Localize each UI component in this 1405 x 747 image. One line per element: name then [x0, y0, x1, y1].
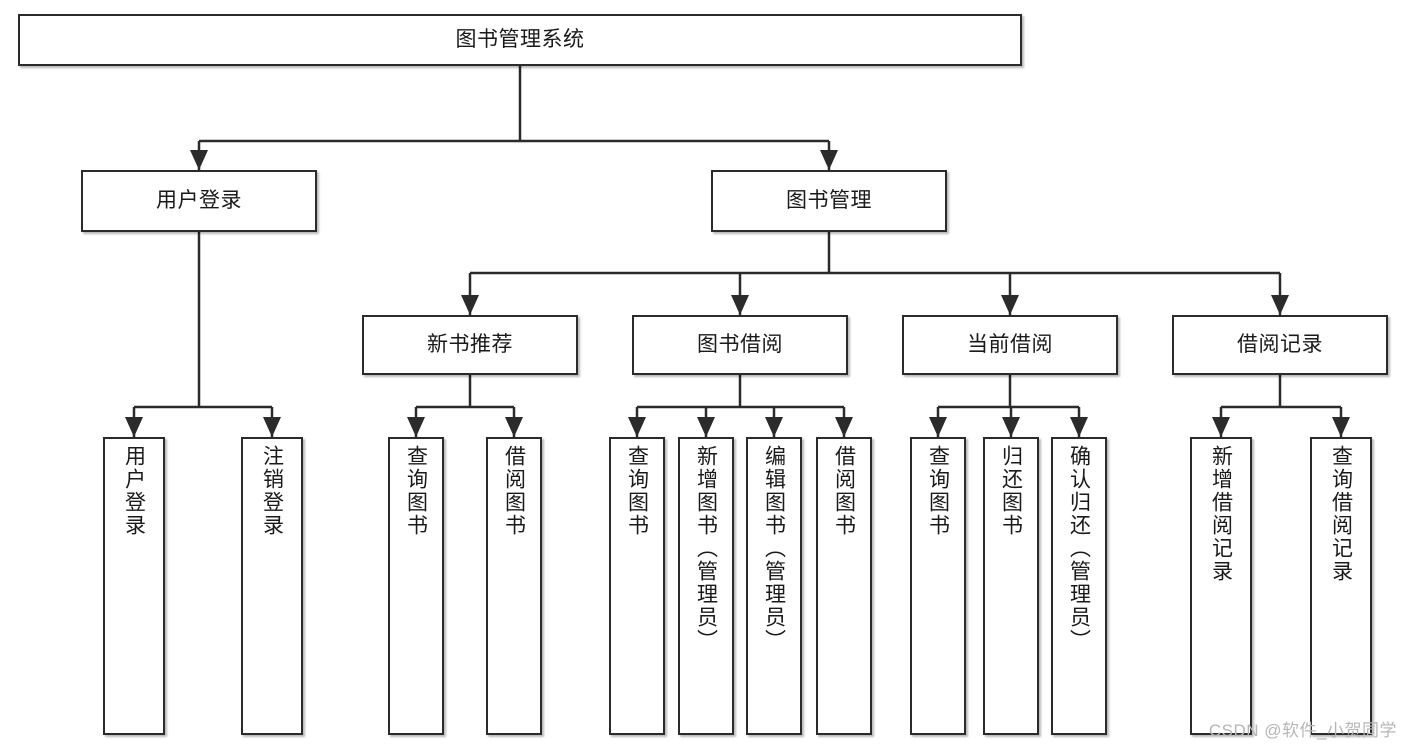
node-label: 新书推荐 — [427, 332, 513, 356]
node-label: 图书管理系统 — [455, 27, 585, 51]
node-leaf-edit-book[interactable]: 编辑图书（管理员） — [746, 437, 802, 735]
node-leaf-add-record[interactable]: 新增借阅记录 — [1190, 437, 1252, 735]
node-l2-user-login[interactable]: 用户登录 — [81, 170, 317, 232]
node-label: 查询图书 — [625, 445, 649, 537]
edge-group — [132, 66, 1343, 437]
arrowhead-icon — [1332, 417, 1350, 437]
node-label: 借阅记录 — [1237, 332, 1323, 356]
arrowhead-icon — [125, 417, 143, 437]
arrowhead-icon — [263, 417, 281, 437]
node-l3-book-borrow[interactable]: 图书借阅 — [632, 315, 848, 375]
node-root[interactable]: 图书管理系统 — [18, 14, 1022, 66]
node-label: 新增图书（管理员） — [694, 445, 718, 652]
node-leaf-return-book[interactable]: 归还图书 — [983, 437, 1039, 735]
node-l3-current-borrow[interactable]: 当前借阅 — [902, 315, 1118, 375]
node-label: 借阅图书 — [832, 445, 856, 537]
node-l3-new-book-rec[interactable]: 新书推荐 — [362, 315, 578, 375]
node-label: 查询借阅记录 — [1329, 445, 1353, 583]
arrowhead-icon — [731, 295, 749, 315]
node-label: 新增借阅记录 — [1209, 445, 1233, 583]
node-label: 确认归还（管理员） — [1067, 445, 1091, 652]
arrowhead-icon — [820, 150, 838, 170]
node-label: 当前借阅 — [967, 332, 1053, 356]
node-leaf-query-book-1[interactable]: 查询图书 — [388, 437, 444, 735]
arrowhead-icon — [1002, 417, 1020, 437]
node-l3-borrow-record[interactable]: 借阅记录 — [1172, 315, 1388, 375]
arrowhead-icon — [1001, 295, 1019, 315]
node-label: 图书借阅 — [697, 332, 783, 356]
arrowhead-icon — [1271, 295, 1289, 315]
node-leaf-logout[interactable]: 注销登录 — [241, 437, 303, 735]
node-label: 用户登录 — [122, 445, 146, 537]
node-label: 图书管理 — [786, 188, 872, 212]
arrowhead-icon — [697, 417, 715, 437]
node-label: 编辑图书（管理员） — [762, 445, 786, 652]
arrowhead-icon — [628, 417, 646, 437]
node-label: 查询图书 — [926, 445, 950, 537]
node-label: 注销登录 — [260, 445, 284, 537]
node-label: 借阅图书 — [502, 445, 526, 537]
node-leaf-add-book[interactable]: 新增图书（管理员） — [678, 437, 734, 735]
arrowhead-icon — [765, 417, 783, 437]
node-leaf-query-record[interactable]: 查询借阅记录 — [1310, 437, 1372, 735]
arrowhead-icon — [505, 417, 523, 437]
arrowhead-icon — [407, 417, 425, 437]
node-label: 归还图书 — [999, 445, 1023, 537]
node-leaf-query-book-2[interactable]: 查询图书 — [609, 437, 665, 735]
arrowhead-icon — [190, 150, 208, 170]
node-leaf-user-login[interactable]: 用户登录 — [103, 437, 165, 735]
node-l2-book-mgmt[interactable]: 图书管理 — [711, 170, 947, 232]
arrowhead-icon — [1212, 417, 1230, 437]
arrowhead-icon — [461, 295, 479, 315]
node-leaf-confirm-return[interactable]: 确认归还（管理员） — [1051, 437, 1107, 735]
arrowhead-icon — [1070, 417, 1088, 437]
node-label: 用户登录 — [156, 188, 242, 212]
arrowhead-icon — [929, 417, 947, 437]
arrowhead-icon — [835, 417, 853, 437]
node-leaf-query-book-3[interactable]: 查询图书 — [910, 437, 966, 735]
node-leaf-borrow-book-2[interactable]: 借阅图书 — [816, 437, 872, 735]
node-label: 查询图书 — [404, 445, 428, 537]
watermark: CSDN @软件_小贺同学 — [1208, 721, 1397, 740]
node-leaf-borrow-book-1[interactable]: 借阅图书 — [486, 437, 542, 735]
